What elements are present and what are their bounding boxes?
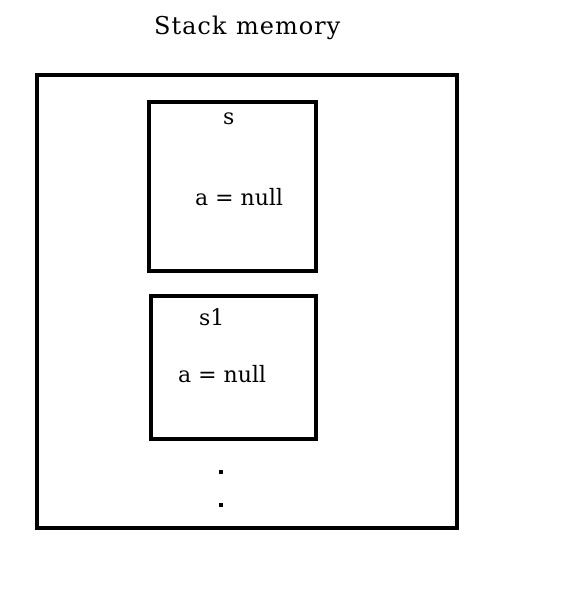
frame-name-s1: s1 [199, 306, 225, 331]
frame-name-s: s [223, 105, 235, 130]
continuation-dot [219, 503, 223, 507]
frame-field-s1: a = null [178, 363, 266, 388]
stack-frame-s1: s1 a = null [149, 294, 318, 441]
frame-field-s: a = null [195, 186, 283, 211]
stack-memory-box: s a = null s1 a = null [35, 73, 459, 530]
stack-frame-s: s a = null [147, 100, 318, 273]
continuation-dot [219, 470, 223, 474]
diagram-title: Stack memory [154, 12, 342, 40]
